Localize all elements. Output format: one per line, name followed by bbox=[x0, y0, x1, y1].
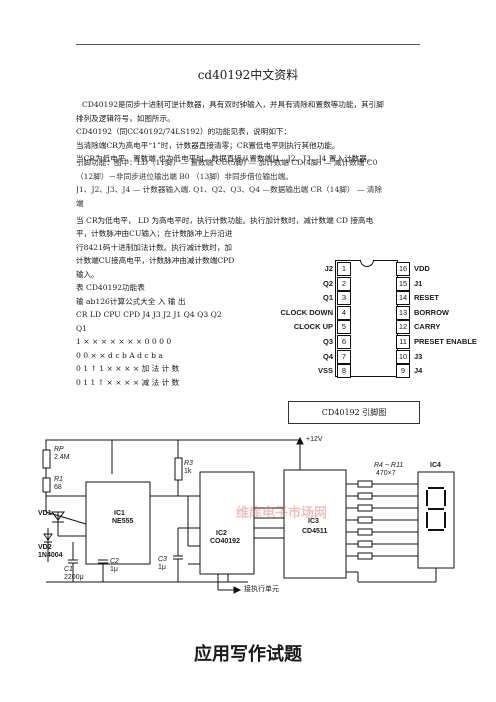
ic3-label: IC3 bbox=[308, 518, 319, 525]
supply-label: +12V bbox=[306, 436, 323, 443]
pin-number: 11 bbox=[396, 335, 410, 349]
pin-label: CLOCK UP bbox=[293, 322, 333, 332]
pin-number: 10 bbox=[396, 349, 410, 364]
pin-number: 16 bbox=[396, 262, 410, 276]
pin-number: 4 bbox=[337, 305, 351, 320]
table-line: 计数端CU接高电平，计数脉冲由减计数端CPD bbox=[76, 256, 235, 265]
table-columns-cont: Q1 bbox=[76, 323, 88, 333]
table-line: 行8421码十进制加法计数。执行减计数时，加 bbox=[76, 242, 233, 252]
intro-line: CD40192是同步十进制可逆计数器，具有双时钟输入，并具有清除和置数等功能，其… bbox=[82, 100, 384, 109]
pin-number: 13 bbox=[396, 305, 410, 320]
r4-r11-value: 470×7 bbox=[376, 470, 396, 477]
pin-label: J3 bbox=[414, 351, 423, 361]
r1-label: R1 bbox=[54, 476, 63, 483]
rp-value: 2.4M bbox=[54, 454, 70, 461]
vd1-label: VD1 bbox=[38, 510, 52, 517]
ic3-part: CD4511 bbox=[302, 528, 328, 535]
pin-label: J1 bbox=[414, 278, 423, 288]
pin-label: BORROW bbox=[414, 307, 449, 317]
intro-line: CD40192（同CC40192/74LS192）的功能见表，说明如下： bbox=[76, 127, 292, 136]
ic1-part: NE555 bbox=[112, 518, 134, 525]
c2-value: 1μ bbox=[110, 566, 118, 573]
pin-label: VSS bbox=[317, 366, 333, 376]
intro-line: 当清除端CR为高电平“1”时，计数器直接清零；CR置低电平则执行其他功能。 bbox=[76, 140, 340, 150]
pin-number: 1 bbox=[337, 262, 351, 276]
c1-label: C1 bbox=[64, 566, 73, 573]
bottom-heading: 应用写作试题 bbox=[194, 644, 302, 665]
pin-line: J1、J2、J3、J4 — 计数器输入端. Q1、Q2、Q3、Q4 —数据输出端… bbox=[76, 185, 383, 194]
schematic-wires bbox=[42, 436, 455, 594]
pin-label: J4 bbox=[414, 366, 423, 376]
pin-number: 7 bbox=[337, 349, 351, 364]
pin-function-paragraph: 引脚功能：图中：LD（11脚）— 置数端 CU(5脚) — 加计数端 CD(4脚… bbox=[76, 156, 422, 210]
function-table-text: 平，计数脉冲由CU输入；在计数脉冲上升沿进 行8421码十进制加法计数。执行减计… bbox=[76, 227, 280, 389]
c3-label: C3 bbox=[158, 556, 167, 563]
pin-label: RESET bbox=[414, 293, 440, 303]
pin-number: 3 bbox=[337, 291, 351, 306]
c1-value: 2200μ bbox=[64, 574, 84, 581]
intro-line: 排列及逻辑符号，如图所示。 bbox=[76, 113, 175, 123]
header-rule bbox=[76, 44, 420, 45]
rp-label: RP bbox=[54, 446, 64, 453]
r3-label: R3 bbox=[184, 460, 193, 467]
r3-value: 1k bbox=[184, 468, 192, 475]
pin-number: 12 bbox=[396, 320, 410, 335]
pin-number: 2 bbox=[337, 276, 351, 291]
table-header: 输 ab126计算公式大全 入 输 出 bbox=[76, 296, 186, 306]
watermark-text: 维库电子市场网 bbox=[236, 506, 328, 521]
c2-label: C2 bbox=[110, 558, 119, 565]
pin-number: 9 bbox=[396, 364, 410, 379]
c3-value: 1μ bbox=[158, 564, 166, 571]
ic2-label: IC2 bbox=[216, 530, 227, 537]
table-columns: CR LD CPU CPD J4 J3 J2 J1 Q4 Q3 Q2 bbox=[76, 310, 222, 319]
pin-label: CARRY bbox=[414, 322, 441, 332]
vd2-label: VD2 bbox=[38, 544, 52, 551]
table-row: 1 × × × × × × × 0 0 0 0 bbox=[76, 337, 172, 346]
pin-label: VDD bbox=[414, 264, 430, 273]
pin-label: CLOCK DOWN bbox=[280, 307, 334, 317]
table-row: 0 1 1 ↑ × × × × 减 法 计 数 bbox=[76, 377, 180, 387]
vd2-part: 1N4004 bbox=[38, 552, 63, 559]
table-line: 平，计数脉冲由CU输入；在计数脉冲上升沿进 bbox=[76, 229, 233, 238]
chip-notch bbox=[360, 260, 374, 267]
ic2-part: CO40192 bbox=[210, 538, 240, 545]
pin-label: Q2 bbox=[322, 278, 333, 288]
pin-line: （12脚）－非同步进位输出端 B0 （13脚）非同步借位输出端。 bbox=[76, 171, 293, 181]
pin-label: PRESET ENABLE bbox=[414, 337, 477, 346]
r1-value: 68 bbox=[54, 484, 62, 491]
pinout-caption: CD40192 引脚图 bbox=[288, 401, 420, 424]
pin-number: 8 bbox=[337, 364, 351, 379]
ic4-label: IC4 bbox=[430, 462, 441, 469]
pin-label: Q4 bbox=[322, 351, 333, 361]
intro-line: 当CR为低电平，置数端 也为低电平时，数据直接从置数端J1、J2、J3、J4 置… bbox=[76, 154, 375, 163]
pin-line: 引脚功能：图中：LD（11脚）— 置数端 CU(5脚) — 加计数端 CD(4脚… bbox=[76, 158, 378, 167]
pin-number: 5 bbox=[337, 320, 351, 335]
table-row: 0 0 × × d c b A d c b a bbox=[76, 350, 163, 360]
mode-line: 当 CR为低电平， LD 为高电平时，执行计数功能。执行加计数时，减计数端 CD… bbox=[76, 216, 374, 225]
ic1-label: IC1 bbox=[114, 510, 125, 517]
pin-number: 6 bbox=[337, 335, 351, 349]
circuit-schematic: RP 2.4M R1 68 VD1 VD2 1N4004 C1 2200μ C2… bbox=[38, 432, 464, 608]
r4-r11-label: R4 ~ R11 bbox=[374, 462, 404, 469]
pin-number: 14 bbox=[396, 291, 410, 306]
pin-number: 15 bbox=[396, 276, 410, 291]
page-title: cd40192中文资料 bbox=[197, 68, 299, 82]
table-line: 输入。 bbox=[76, 269, 99, 279]
pin-label: Q3 bbox=[322, 337, 333, 346]
exec-note: 接执行单元 bbox=[244, 586, 279, 593]
intro-paragraph: CD40192是同步十进制可逆计数器，具有双时钟输入，并具有清除和置数等功能，其… bbox=[76, 98, 422, 166]
pin-label: J2 bbox=[324, 264, 333, 273]
table-caption: 表 CD40192功能表 bbox=[76, 283, 145, 292]
pin-label: Q1 bbox=[322, 293, 333, 303]
pin-line: 端 bbox=[76, 198, 84, 208]
table-row: 0 1 ↑ 1 × × × × 加 法 计 数 bbox=[76, 364, 180, 373]
